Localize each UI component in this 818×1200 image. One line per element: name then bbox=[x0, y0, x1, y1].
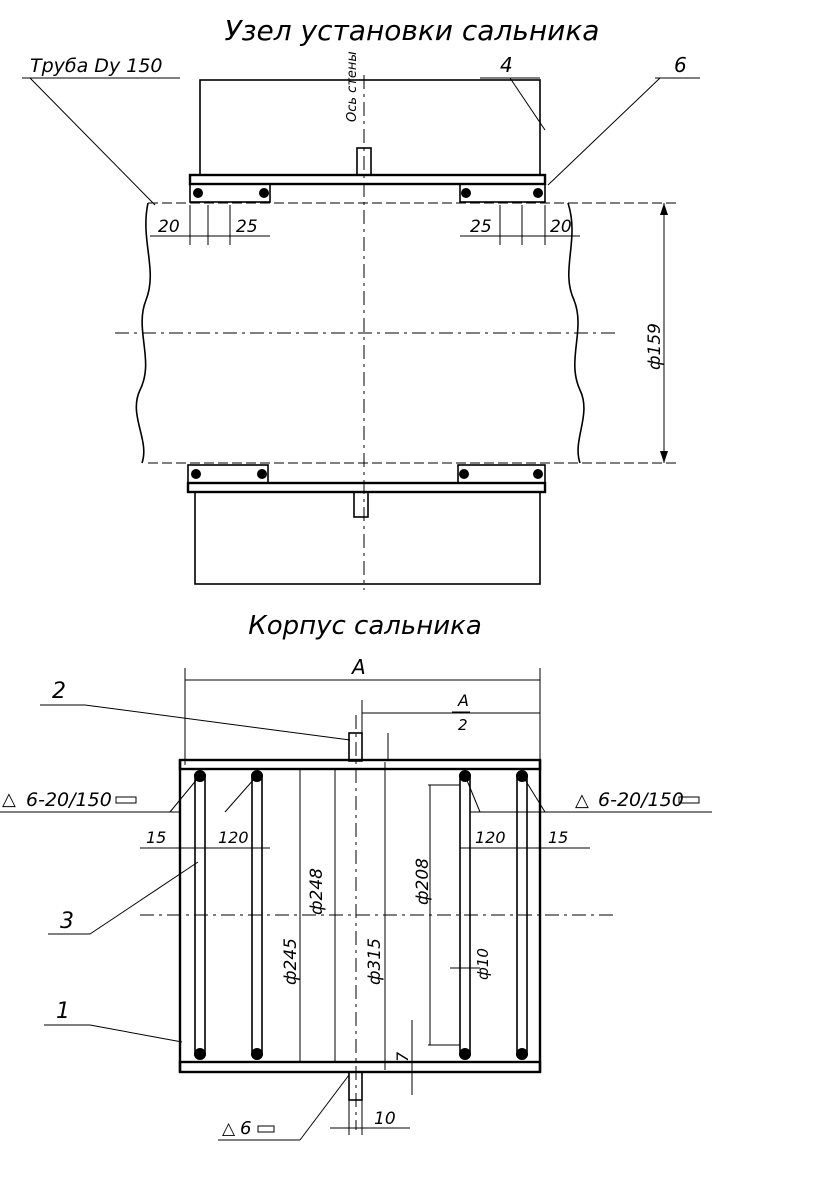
seal-ring-lr1 bbox=[459, 469, 469, 479]
weld-left-label: 6-20/150 bbox=[26, 789, 112, 811]
callout-2: 2 bbox=[52, 679, 66, 704]
bottom-title: Корпус сальника bbox=[248, 611, 482, 641]
seal-ring-ul1 bbox=[193, 188, 203, 198]
callout-3-leader bbox=[89, 861, 199, 935]
weld-left-leader-2 bbox=[224, 777, 256, 813]
top-title: Узел установки сальника bbox=[225, 14, 600, 47]
pipe-break-left bbox=[135, 202, 152, 464]
dim-d248-label: ф248 bbox=[307, 868, 327, 915]
dim-right-20: 20 bbox=[550, 217, 572, 237]
weld-left-triangle: △ bbox=[2, 789, 16, 810]
packing-lower-left bbox=[187, 464, 269, 484]
dim-15-left: 15 bbox=[146, 828, 166, 847]
ring-end-ir-bot bbox=[459, 1048, 471, 1060]
callout-6-leader bbox=[547, 77, 661, 186]
packing-upper-left bbox=[189, 183, 271, 203]
ring-end-or-top bbox=[516, 770, 528, 782]
packing-upper-right bbox=[459, 183, 546, 203]
pipe-label: Труба Dу 150 bbox=[30, 55, 163, 77]
dim-d208-label: ф208 bbox=[413, 858, 433, 905]
sleeve-upper-wall bbox=[188, 173, 547, 186]
dim-d245-label: ф245 bbox=[281, 938, 301, 985]
dim-15-right: 15 bbox=[548, 828, 568, 847]
dim-d10-label: ф10 bbox=[474, 948, 492, 980]
ring-end-or-bot bbox=[516, 1048, 528, 1060]
weld-right-mark bbox=[678, 796, 700, 804]
pipe-break-right bbox=[567, 202, 585, 464]
anchor-rib-lower bbox=[353, 491, 369, 518]
wall-upper-section bbox=[199, 79, 541, 176]
seal-ring-ll2 bbox=[257, 469, 267, 479]
weld-bottom-label: 6 bbox=[240, 1118, 251, 1139]
ring-end-il-bot bbox=[251, 1048, 263, 1060]
seal-ring-ur1 bbox=[461, 188, 471, 198]
dim-10-label: 10 bbox=[374, 1109, 396, 1129]
dim-A-half-num: A bbox=[457, 691, 469, 710]
body-sleeve-bottom-wall bbox=[178, 1060, 542, 1074]
ring-end-ir-top bbox=[459, 770, 471, 782]
weld-bottom-mark bbox=[257, 1125, 275, 1133]
dim-A-half-den: 2 bbox=[458, 716, 468, 734]
dim-left-20: 20 bbox=[158, 217, 180, 237]
seal-ring-ul2 bbox=[259, 188, 269, 198]
weld-left-leader-1 bbox=[169, 777, 199, 813]
weld-right-triangle: △ bbox=[575, 790, 589, 811]
seal-ring-ur2 bbox=[533, 188, 543, 198]
dim-120-right: 120 bbox=[475, 828, 506, 847]
dim-d159-label: ф159 bbox=[645, 323, 665, 370]
dim-left-25: 25 bbox=[236, 217, 258, 237]
weld-bottom-triangle: △ bbox=[222, 1119, 236, 1139]
dim-d315-label: ф315 bbox=[365, 938, 385, 985]
wall-axis-label: Ось стены bbox=[345, 51, 360, 122]
callout-4: 4 bbox=[500, 53, 513, 77]
seal-ring-ll1 bbox=[191, 469, 201, 479]
dim-A-label: A bbox=[350, 655, 366, 679]
callout-1: 1 bbox=[56, 999, 70, 1024]
ring-end-ol-bot bbox=[194, 1048, 206, 1060]
callout-2-leader bbox=[84, 704, 351, 741]
callout-6: 6 bbox=[674, 53, 687, 77]
pipe-label-leader bbox=[29, 77, 156, 206]
weld-bottom-leader bbox=[299, 1074, 350, 1141]
callout-4-leader bbox=[509, 77, 546, 131]
weld-left-mark bbox=[115, 796, 137, 804]
callout-3: 3 bbox=[60, 909, 74, 934]
weld-right-leader-2 bbox=[523, 777, 546, 813]
sleeve-lower-wall bbox=[186, 481, 547, 494]
weld-right-label: 6-20/150 bbox=[598, 789, 684, 811]
dim-7-label: 7 bbox=[393, 1051, 412, 1062]
packing-lower-right bbox=[457, 464, 546, 484]
seal-ring-lr2 bbox=[533, 469, 543, 479]
gland-body-view: A A 2 2 bbox=[0, 655, 712, 1141]
dim-120-left: 120 bbox=[218, 828, 249, 847]
callout-1-leader bbox=[89, 1024, 183, 1043]
dim-right-25: 25 bbox=[470, 217, 492, 237]
top-assembly-view: Ось стены Труба Dу 150 4 6 20 25 25 20 ф… bbox=[22, 51, 700, 590]
weld-right-leader-1 bbox=[465, 777, 481, 813]
